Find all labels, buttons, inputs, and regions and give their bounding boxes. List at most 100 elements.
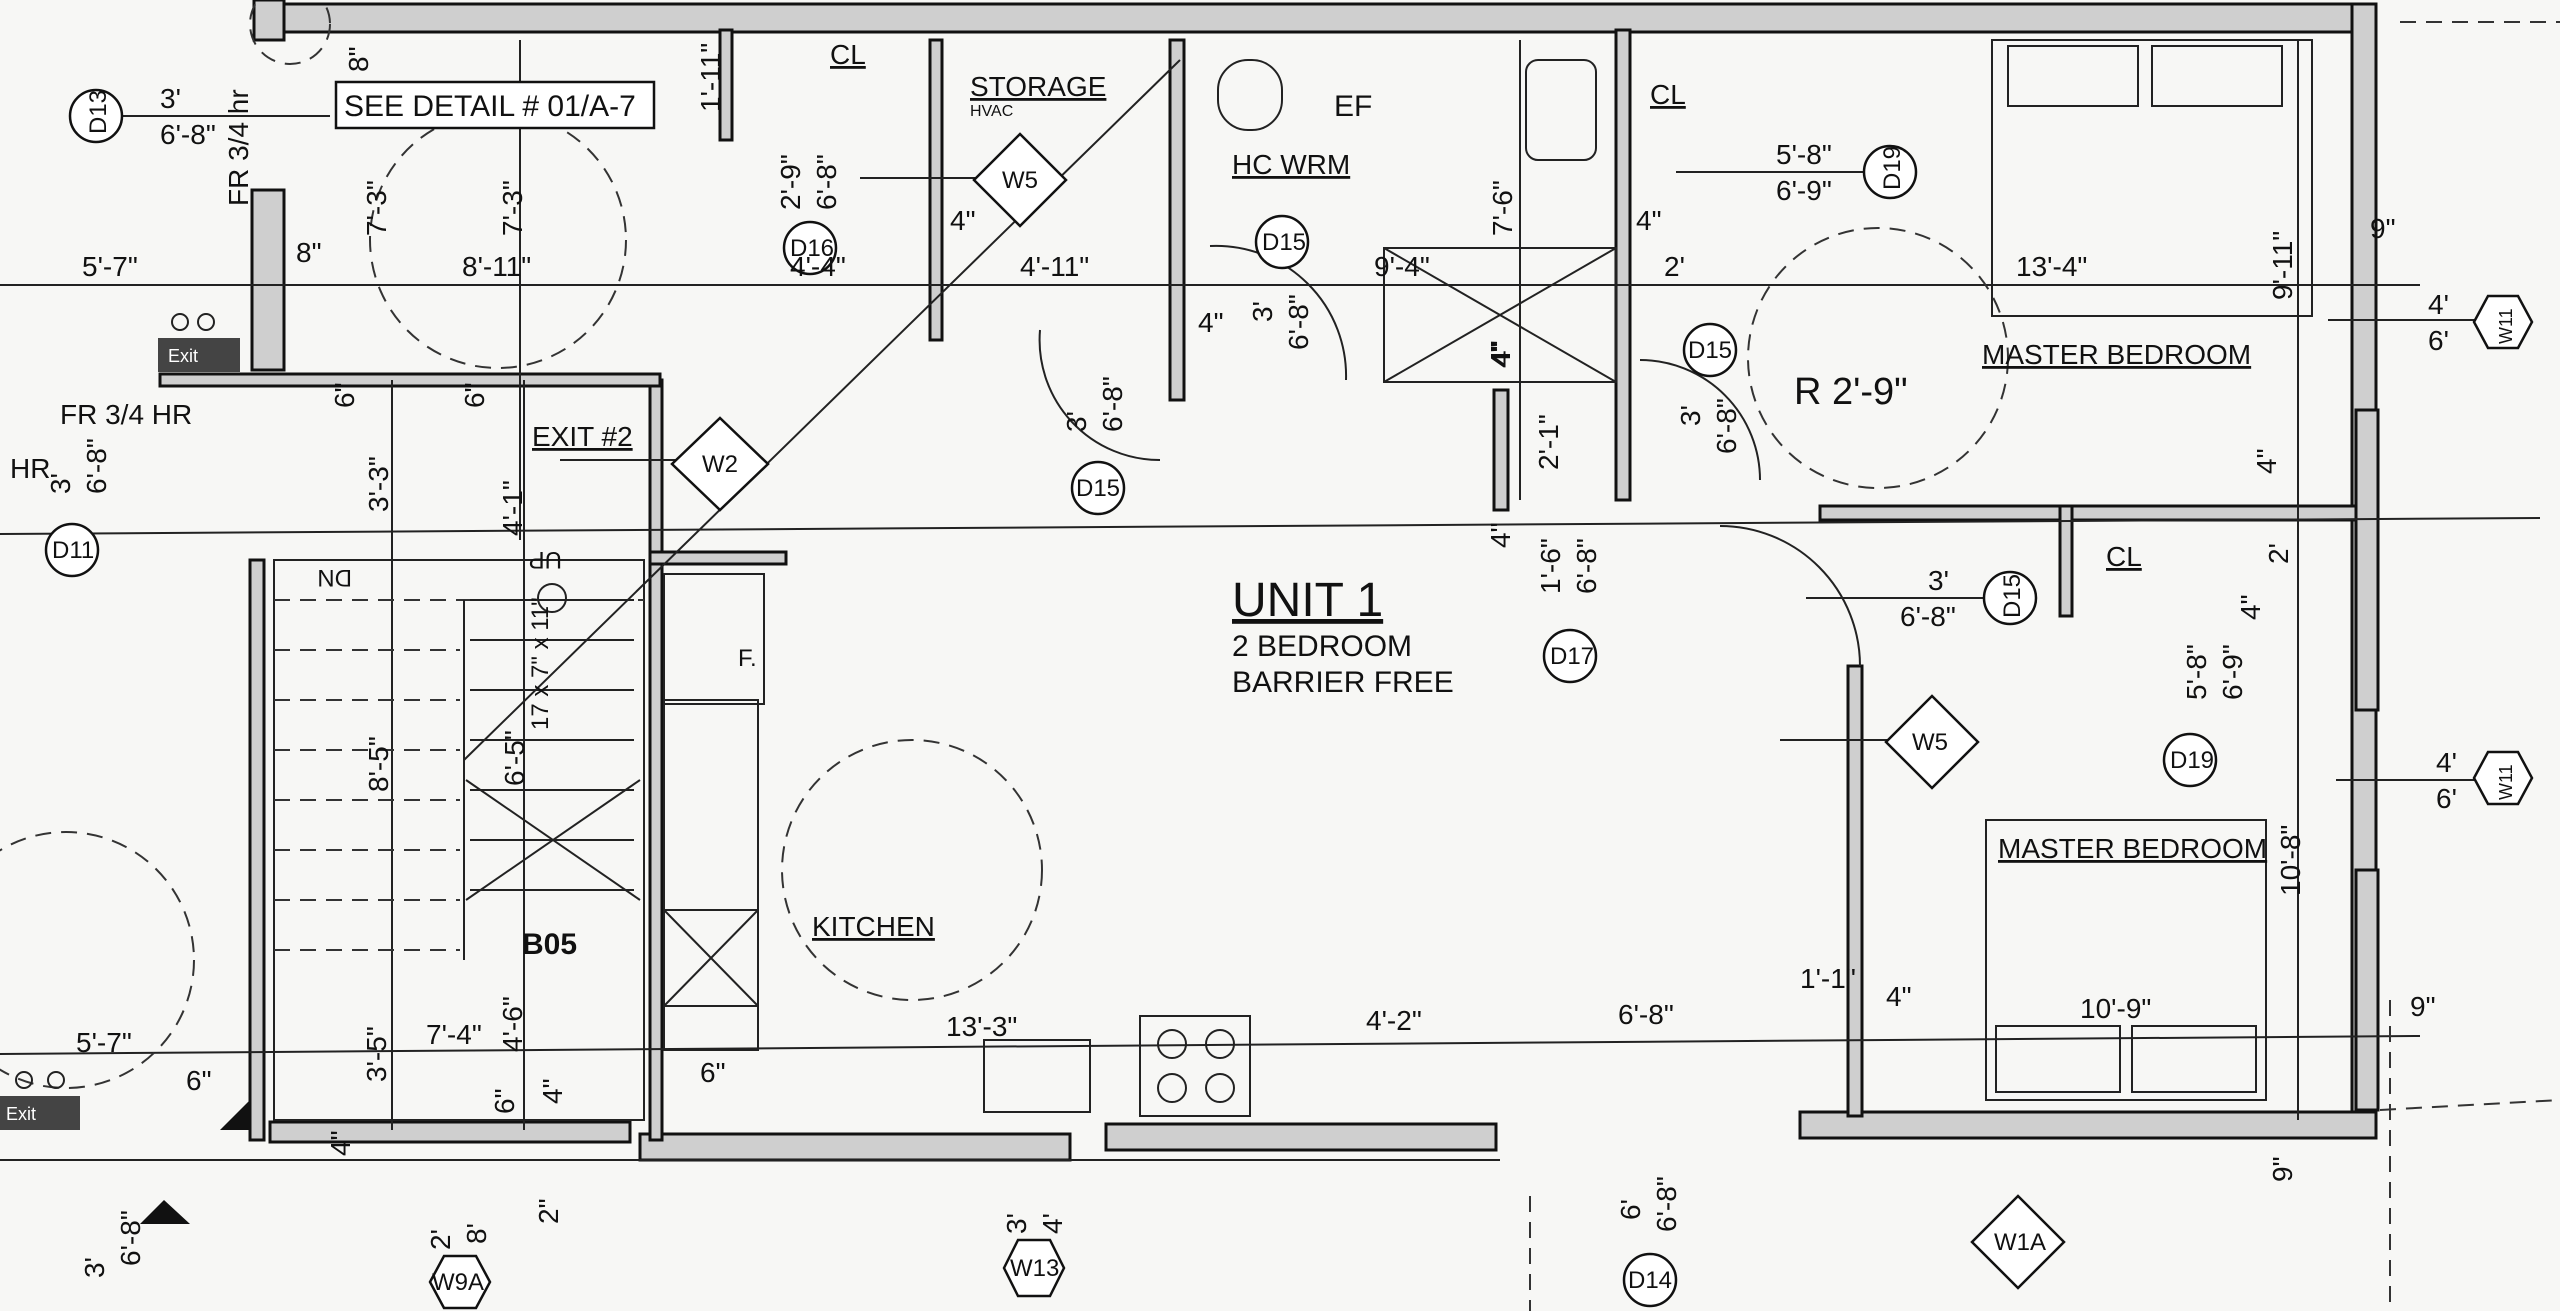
dim: 3' (1928, 565, 1949, 596)
tag-w11-2: W11 (2496, 764, 2516, 800)
counter (663, 699, 759, 1051)
see-detail-box (334, 80, 656, 130)
dim: 3' (160, 83, 181, 114)
fr-rating-note: FR 3/4 hr (223, 89, 254, 206)
stair-up-label: UP (529, 546, 562, 573)
dim: 7'-3" (361, 180, 392, 236)
left-stub-wall (250, 188, 286, 372)
bed-2 (1985, 819, 2267, 1101)
dim: 6" (329, 382, 360, 408)
dim: 5'-7" (76, 1027, 132, 1058)
dim: 6" (459, 382, 490, 408)
triangle-marker-icon (220, 1100, 250, 1130)
walls (158, 0, 2380, 1162)
radius-label: R 2'-9" (1794, 371, 1908, 413)
fixtures (663, 39, 2313, 1117)
dim: 3' (1247, 301, 1278, 322)
dim: 4" (950, 205, 976, 236)
window-tags: W5 W2 W5 W11 W11 W13 W9A W1A (428, 132, 2534, 1310)
tag-d14: D14 (1628, 1267, 1672, 1294)
fr-rating-note-2: FR 3/4 HR (60, 399, 192, 430)
dim: 4'-2" (1366, 1005, 1422, 1036)
north-arrow-icon (140, 1200, 190, 1224)
room-label-master-bedroom-1: MASTER BEDROOM (1982, 339, 2251, 370)
stair-bottom-wall (268, 1120, 632, 1144)
unit-subtitle-bedrooms: 2 BEDROOM (1232, 630, 1412, 663)
room-label-cl-2: CL (1650, 79, 1686, 110)
dim: 4" (1886, 981, 1912, 1012)
dim: 4' (2436, 747, 2457, 778)
tag-d16: D16 (790, 235, 834, 262)
tag-d19-1: D19 (1879, 146, 1906, 190)
top-exterior-wall (260, 2, 2364, 34)
room-label-ef: EF (1334, 90, 1372, 123)
dim: 4' (2428, 289, 2449, 320)
stair-dn-label: DN (317, 564, 352, 591)
bottom-exterior-wall-left (638, 1132, 1072, 1162)
dim: 6'-8" (1571, 538, 1602, 594)
exit-sign-top: Exit (158, 313, 240, 372)
cl-left-wall (718, 28, 734, 142)
dim: 6' (2428, 325, 2449, 356)
fridge (663, 573, 765, 705)
dim: 2" (533, 1198, 564, 1224)
exit-sign-bottom: Exit (0, 1071, 80, 1130)
dim: 6'-8" (1283, 294, 1314, 350)
dim: 1'-1" (1800, 963, 1856, 994)
dim: 6'-8" (81, 438, 112, 494)
door-tags: D13 D16 D19 D15 D15 D15 D15 D11 D17 D19 … (44, 88, 2218, 1308)
dim: 5'-8" (2181, 644, 2212, 700)
stair-left-wall (248, 558, 266, 1142)
tag-d15-1: D15 (1262, 229, 1306, 256)
dim: 3' (45, 473, 76, 494)
dim: 3' (79, 1257, 110, 1278)
exit-sign-label: Exit (168, 346, 198, 366)
kitchen-top-wall (648, 550, 788, 566)
kitchen-sink (983, 1039, 1091, 1113)
stair-top-wall (158, 372, 662, 388)
dim: 3' (1061, 411, 1092, 432)
dim: 6'-5" (499, 730, 530, 786)
dimension-labels: 3' 6'-8" 8" 1'-11" 7'-3" 7'-3" 8" 5'-7" … (45, 43, 2457, 1278)
unit-subtitle-accessibility: BARRIER FREE (1232, 666, 1454, 699)
storage-left-wall (928, 38, 944, 342)
dim: 10'-8" (2275, 825, 2306, 896)
stairs (273, 59, 1181, 1121)
storage-right-wall (1168, 38, 1186, 402)
left-top-wall (252, 0, 286, 42)
dim: 6'-8" (1618, 999, 1674, 1030)
right-inner-segment-2 (2354, 868, 2380, 1112)
dim: 13'-3" (946, 1011, 1017, 1042)
bath-right-wall (1614, 28, 1632, 502)
room-label-hvac: HVAC (970, 103, 1013, 120)
dim: 4' (1037, 1213, 1068, 1234)
dim: 4" (537, 1078, 568, 1104)
dim: 3'-5" (361, 1026, 392, 1082)
dim: 4" (2251, 448, 2282, 474)
dim: 2'-1" (1533, 414, 1564, 470)
dim: 9" (2267, 1156, 2298, 1182)
dim: 4'-1" (497, 480, 528, 536)
master2-left-wall (1846, 664, 1864, 1118)
dim: 8'-5" (363, 736, 394, 792)
room-label-hc-wrm: HC WRM (1232, 149, 1350, 180)
dim: 3' (1001, 1213, 1032, 1234)
dim: 4" (1485, 522, 1516, 548)
toilet (1217, 59, 1283, 131)
dim: 4" (1198, 307, 1224, 338)
unit-title: UNIT 1 (1232, 574, 1383, 627)
bottom-exterior-wall-mid (1104, 1122, 1498, 1152)
dim: 2'-9" (775, 154, 806, 210)
dim: 7'-6" (1487, 180, 1518, 236)
dim: 3'-3" (363, 456, 394, 512)
dim: 8'-11" (462, 251, 531, 282)
exit-sign-label-2: Exit (6, 1104, 36, 1124)
master1-bottom-wall (1818, 504, 2362, 522)
dim: 6'-8" (160, 119, 216, 150)
room-label-cl: CL (830, 39, 866, 70)
dim: 1'-11" (695, 43, 726, 112)
dim: 8' (461, 1223, 492, 1244)
tag-d17: D17 (1550, 643, 1594, 670)
tag-w2: W2 (702, 451, 738, 478)
